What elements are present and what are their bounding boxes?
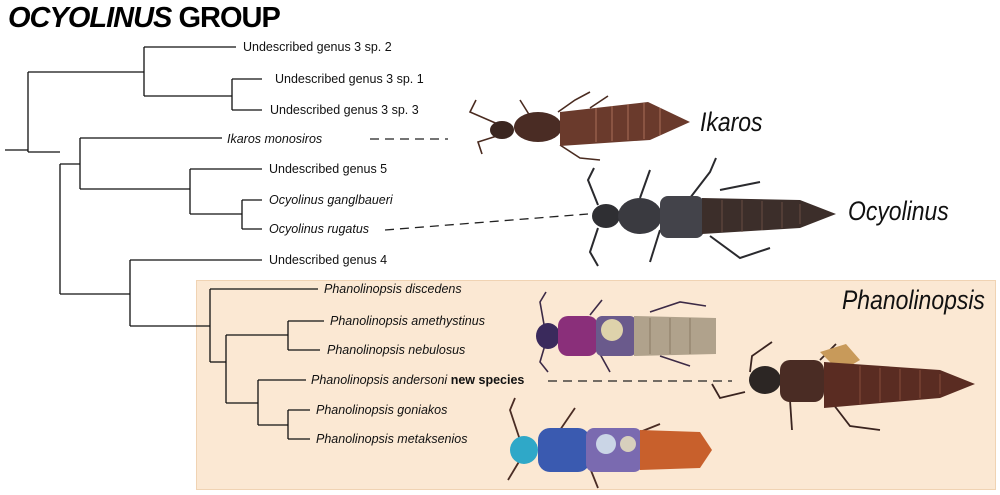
genus-label-ikaros: Ikaros xyxy=(700,107,763,137)
leaf-label-orug: Ocyolinus rugatus xyxy=(269,222,370,236)
beetle-metaksenios-image xyxy=(507,397,712,489)
leaf-label-ug3sp2: Undescribed genus 3 sp. 2 xyxy=(243,40,392,54)
leaf-label-pmeta: Phanolinopsis metaksenios xyxy=(316,432,468,446)
leaf-label-ug4: Undescribed genus 4 xyxy=(269,253,388,267)
leaf-label-pgoni: Phanolinopsis goniakos xyxy=(316,403,448,417)
leader-ocyolinus xyxy=(384,213,589,231)
leaf-label-pamet: Phanolinopsis amethystinus xyxy=(330,314,485,328)
beetle-ocyolinus-image xyxy=(586,157,836,267)
leaf-label-pnebu: Phanolinopsis nebulosus xyxy=(327,343,466,357)
leaf-label-ug5: Undescribed genus 5 xyxy=(269,162,388,176)
beetle-ikaros-image xyxy=(468,91,690,161)
leaf-label-ug3sp1: Undescribed genus 3 sp. 1 xyxy=(275,72,424,86)
tree-branches xyxy=(5,46,324,440)
leader-lines xyxy=(370,138,732,382)
leaf-label-ug3sp3: Undescribed genus 3 sp. 3 xyxy=(270,103,419,117)
genus-label-phanolinopsis: Phanolinopsis xyxy=(842,285,985,315)
figure-title: OCYOLINUS GROUP xyxy=(8,2,281,35)
new-species-tag: new species xyxy=(450,373,525,387)
leaf-label-pande-name: Phanolinopsis andersoni xyxy=(311,373,448,387)
leaf-label-ikaros: Ikaros monosiros xyxy=(227,132,323,146)
leaf-label-pande: Phanolinopsis andersoni new species xyxy=(311,372,524,388)
title-part1: OCYOLINUS xyxy=(8,2,172,34)
beetle-andersoni-image xyxy=(711,341,975,431)
title-part2: GROUP xyxy=(178,2,280,34)
leaf-label-pdisc: Phanolinopsis discedens xyxy=(324,282,462,296)
genus-label-ocyolinus: Ocyolinus xyxy=(848,196,949,226)
beetle-amethystinus-image xyxy=(536,291,716,373)
leaf-label-ogang: Ocyolinus ganglbaueri xyxy=(269,193,393,207)
